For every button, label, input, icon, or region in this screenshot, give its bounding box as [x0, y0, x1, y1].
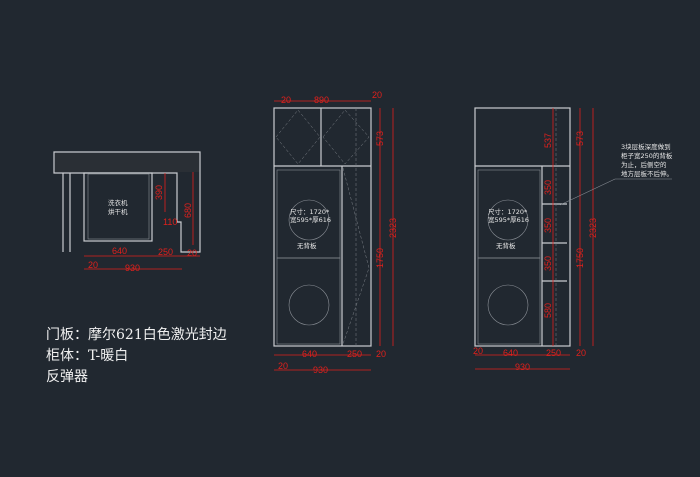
- washer-outline: [276, 257, 341, 345]
- dim-930: 930: [313, 365, 328, 375]
- size-line-1: 尺寸：1720*: [290, 207, 330, 216]
- dim-top-left: 20: [281, 95, 291, 105]
- washer-outline: [477, 257, 541, 345]
- dim-930: 930: [515, 362, 530, 372]
- dim-1750: 1750: [575, 248, 585, 268]
- dim-390: 390: [154, 185, 164, 200]
- cabinet-outline: [273, 107, 372, 347]
- no-backboard-label: 无背板: [297, 241, 317, 250]
- dim-640: 640: [112, 246, 127, 256]
- dim-20-left: 20: [473, 346, 483, 356]
- washer-door: [487, 284, 529, 326]
- shelf-dim: 350: [543, 256, 553, 271]
- size-line-2: 宽595*厚616: [290, 215, 331, 224]
- dryer-door: [487, 199, 529, 241]
- cabinet-outline: [474, 107, 571, 347]
- note-leader-line: [559, 178, 672, 206]
- dim-250: 250: [158, 247, 173, 257]
- size-line-1: 尺寸：1720*: [488, 207, 528, 216]
- dim-20-right: 20: [376, 349, 386, 359]
- dryer-door: [288, 199, 330, 241]
- dim-110: 110: [163, 217, 177, 227]
- dim-1750: 1750: [375, 248, 385, 268]
- dim-573: 573: [575, 131, 585, 146]
- elevation-2: 尺寸：1720* 宽595*厚616 无背板 537 350 350 350 5…: [473, 107, 673, 372]
- dim-2323: 2323: [588, 218, 598, 238]
- appliance-label-dryer: 烘干机: [108, 207, 128, 216]
- appliance-label-washer: 洗衣机: [108, 198, 128, 207]
- elevation-1: 尺寸：1720* 宽595*厚616 无背板 20 890 20 573 175…: [273, 90, 398, 375]
- dim-680: 680: [183, 203, 193, 218]
- shelf-dim: 580: [543, 303, 553, 318]
- washer-box: [83, 172, 153, 242]
- spec-rebounder: 反弹器: [46, 369, 88, 385]
- dim-2323: 2323: [388, 218, 398, 238]
- size-line-2: 宽595*厚616: [488, 215, 529, 224]
- dim-250: 250: [347, 349, 362, 359]
- dim-573: 573: [375, 131, 385, 146]
- shelf-dim: 537: [543, 133, 553, 148]
- shelf-dim: 350: [543, 180, 553, 195]
- washer-door: [288, 284, 330, 326]
- note-line: 为止，后侧空的: [621, 160, 667, 169]
- dim-top-mid: 890: [314, 95, 329, 105]
- note-line: 柜子宽250的背板: [621, 151, 673, 160]
- no-backboard-label: 无背板: [496, 241, 516, 250]
- spec-door-panel: 门板：摩尔621白色激光封边: [46, 326, 227, 343]
- washer-inner: [87, 173, 150, 240]
- shelf-dim: 350: [543, 218, 553, 233]
- door-swing-lines: [275, 109, 370, 165]
- note-line: 地方层板不后伸。: [621, 169, 673, 178]
- spec-cabinet-body: 柜体：T-暖白: [46, 348, 128, 364]
- dim-20-left: 20: [88, 260, 98, 270]
- dim-640: 640: [302, 349, 317, 359]
- dim-20-right: 20: [187, 248, 197, 258]
- countertop-fill: [55, 153, 199, 172]
- dim-930: 930: [125, 263, 140, 273]
- dim-20-right: 20: [576, 348, 586, 358]
- note-line: 3块层板深度做到: [621, 142, 671, 151]
- dim-20-left: 20: [278, 361, 288, 371]
- plan-view: 洗衣机 烘干机 390 680 110 640 250 20 20 930: [53, 151, 201, 273]
- door-swing-lines: [342, 167, 370, 345]
- dim-640: 640: [503, 348, 518, 358]
- dim-top-right: 20: [372, 90, 382, 100]
- dim-250: 250: [546, 348, 561, 358]
